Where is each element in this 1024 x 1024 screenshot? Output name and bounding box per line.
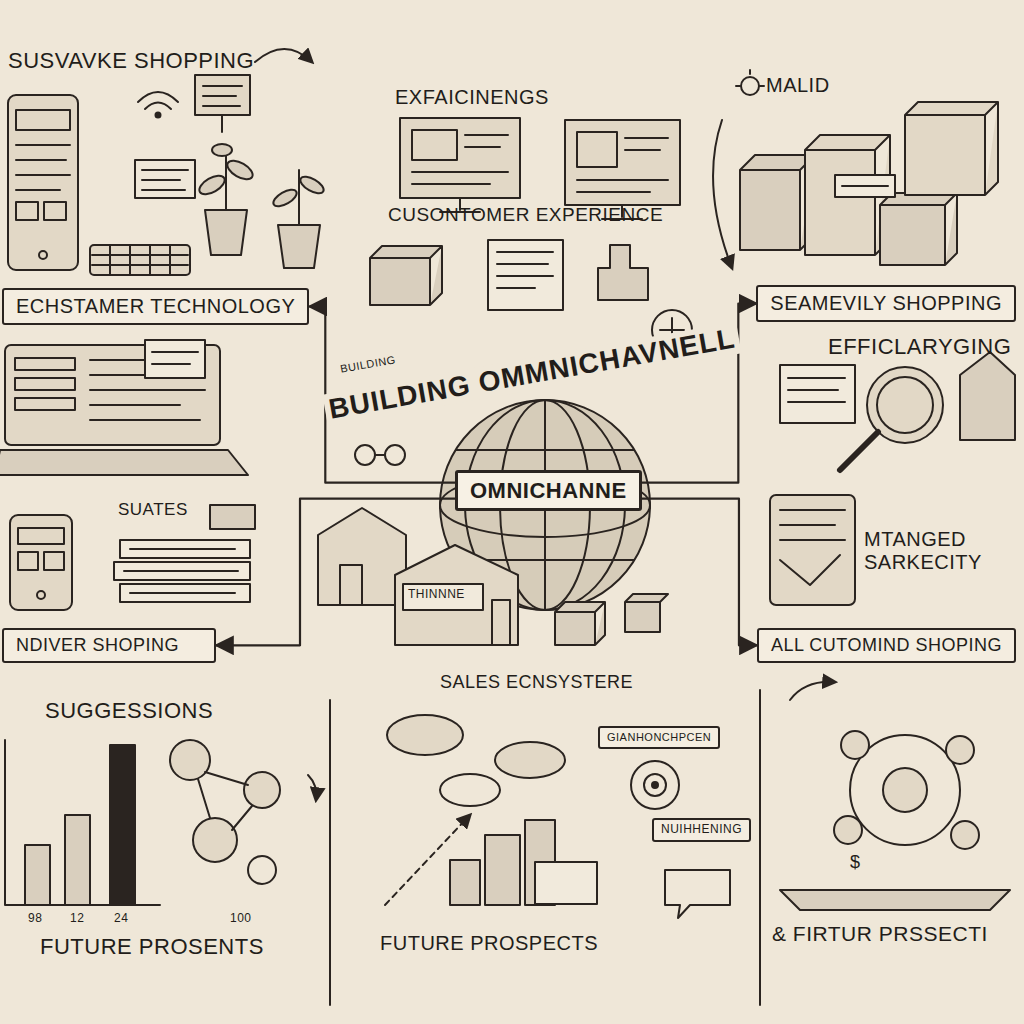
panel-label: MTANGED SARKECITY [864,528,1014,574]
panel-heading: FUTURE PROSPECTS [380,932,598,955]
box-text: GIANHONCHPCEN [607,731,711,744]
panel-heading: SUGGESSIONS [45,698,213,723]
phone-sketch [10,515,72,610]
axis-number: 24 [114,912,128,926]
section-box: NDIVER SHOPING [2,628,216,663]
banner-box: OMNICHANNE [455,470,642,511]
diagram-title: BUILDING OMMNICHAVNELL [322,322,741,426]
bar-chart [5,740,160,905]
speech-tag: GIANHONCHPCEN [598,726,720,749]
section-box: ECHSTAMER TECHNOLOGY [2,288,309,325]
section-box: ALL CUTOMIND SHOPING [757,628,1016,663]
axis-number: 100 [230,912,252,926]
panel-heading: EFFICLARYGING [828,334,1011,359]
panel-heading: CUSONTOMER EXPERIENCE [388,204,663,226]
box-text: OMNICHANNE [470,478,627,503]
sign-board [135,75,250,198]
idea-bubbles [170,740,280,884]
panel-heading: EXFAICINENGS [395,86,549,109]
monitor-sketch [400,118,680,219]
stacked-cards [114,505,255,602]
panel-heading: SUSVAVKE SHOPPING [8,48,254,73]
box-text: NDIVER SHOPING [16,635,202,656]
connector-arrow [216,499,455,646]
shop-sign: THINNNE [408,588,465,602]
tablet-sketch [8,95,78,270]
plant-pots [196,49,326,268]
box-text: SEAMEVILY SHOPPING [770,292,1002,315]
shipping-boxes [713,70,998,268]
shop-houses [318,445,668,645]
speech-tag: NUIHHENING [652,818,751,842]
currency-symbol: $ [850,852,861,873]
panel-label: SUATES [118,500,188,520]
laptop-sketch [0,340,248,475]
market-graphics [770,352,1015,605]
section-box: SEAMEVILY SHOPPING [756,285,1016,322]
prospect-graphics [308,690,760,1005]
small-heading: BUILDING [339,353,396,375]
box-text: ALL CUTOMIND SHOPING [771,635,1002,656]
panel-heading: FUTURE PROSENTS [40,934,264,959]
box-text: NUIHHENING [661,823,742,837]
panel-heading: MALID [766,74,830,97]
keyboard-sketch [90,245,190,275]
product-items [370,240,692,350]
panel-heading: SALES ECNSYSTERE [440,672,633,693]
box-text: ECHSTAMER TECHNOLOGY [16,295,295,318]
ecosystem-cycle [780,682,1010,910]
panel-heading: & FIRTUR PRSSECTI [772,922,988,946]
axis-number: 12 [70,912,84,926]
wifi-symbol [138,92,178,118]
connector-arrow [642,499,757,646]
axis-number: 98 [28,912,42,926]
